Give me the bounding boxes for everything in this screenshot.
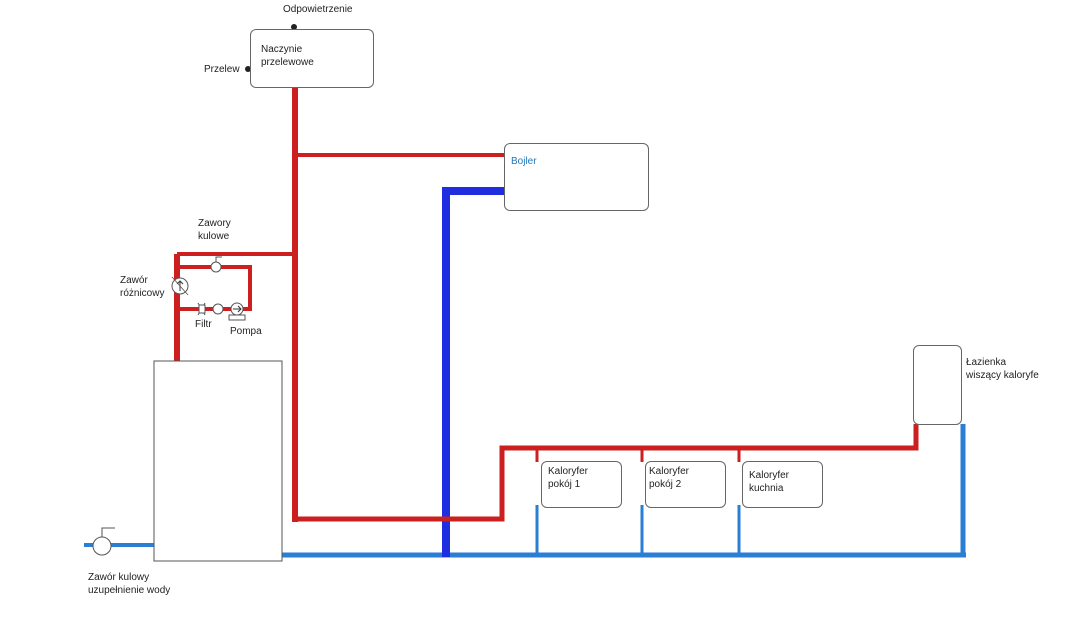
radiator-2-label-line-2: pokój 2 bbox=[649, 479, 682, 490]
radiator-1-label: Kaloryfer pokój 1 bbox=[548, 465, 588, 491]
filter-icon bbox=[197, 302, 206, 316]
filter-label: Filtr bbox=[195, 319, 212, 330]
radiator-room-2 bbox=[645, 461, 726, 508]
radiator-kitchen-label-line-2: kuchnia bbox=[749, 483, 784, 494]
boiler-box bbox=[504, 143, 649, 211]
diff-valve-label: Zawór różnicowy bbox=[120, 274, 164, 300]
radiator-kitchen-label-line-1: Kaloryfer bbox=[749, 470, 790, 481]
radiator-2-label: Kaloryfer pokój 2 bbox=[649, 465, 689, 491]
pump-ball-valve-icon bbox=[212, 303, 224, 315]
bathroom-radiator bbox=[913, 345, 962, 425]
diff-valve-label-line-2: różnicowy bbox=[120, 288, 165, 299]
radiator-kitchen-label: Kaloryfer kuchnia bbox=[749, 469, 789, 495]
boiler-return-pipe bbox=[442, 187, 505, 557]
vent-label: Odpowietrzenie bbox=[283, 4, 353, 15]
fill-valve-label: Zawór kulowy uzupełnienie wody bbox=[88, 571, 170, 597]
boiler-label: Bojler bbox=[511, 156, 537, 167]
radiator-kitchen bbox=[742, 461, 823, 508]
bottom-supply-pipe bbox=[295, 424, 919, 522]
ball-valves-label-line-1: Zawory bbox=[198, 218, 231, 229]
radiator-1-label-line-1: Kaloryfer bbox=[548, 466, 589, 477]
pump-icon bbox=[228, 302, 246, 321]
expansion-tank-label-line-1: Naczynie bbox=[261, 44, 303, 55]
differential-valve-icon bbox=[171, 276, 189, 296]
supply-pipes bbox=[174, 88, 919, 522]
fill-valve-label-line-1: Zawór kulowy bbox=[88, 572, 150, 583]
diff-valve-label-line-1: Zawór bbox=[120, 275, 148, 286]
bathroom-radiator-label: Łazienka wiszący kaloryfe bbox=[966, 356, 1039, 382]
overflow-point-icon bbox=[245, 66, 251, 72]
fill-valve-icon bbox=[92, 527, 115, 556]
expansion-tank-label: Naczynie przelewowe bbox=[261, 43, 314, 69]
expansion-tank bbox=[250, 29, 374, 88]
radiator-2-label-line-1: Kaloryfer bbox=[649, 466, 690, 477]
vent-point-icon bbox=[291, 24, 297, 30]
radiator-room-1 bbox=[541, 461, 622, 508]
expansion-tank-label-line-2: przelewowe bbox=[261, 57, 314, 68]
ball-valves-label-line-2: kulowe bbox=[198, 231, 230, 242]
bathroom-radiator-label-line-2: wiszący kaloryfe bbox=[966, 370, 1039, 381]
pump-label: Pompa bbox=[230, 326, 262, 337]
bathroom-radiator-label-line-1: Łazienka bbox=[966, 357, 1007, 368]
ball-valves-label: Zawory kulowe bbox=[198, 217, 231, 243]
radiator-1-label-line-2: pokój 1 bbox=[548, 479, 581, 490]
heater-unit bbox=[153, 360, 283, 562]
fill-valve-label-line-2: uzupełnienie wody bbox=[88, 585, 171, 596]
overflow-label: Przelew bbox=[204, 64, 240, 75]
ball-valve-icon bbox=[210, 256, 222, 273]
